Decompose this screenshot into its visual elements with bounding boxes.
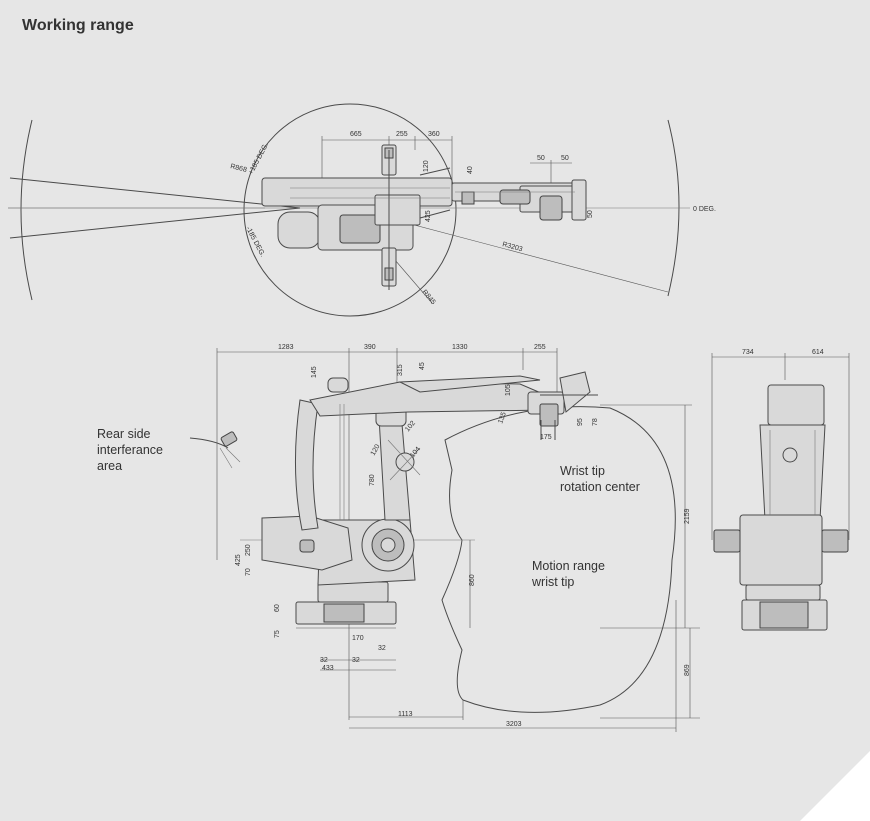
dim-50a: 50: [537, 155, 545, 162]
dim-32c: 32: [378, 645, 386, 652]
deg-zero: 0 DEG.: [693, 206, 716, 213]
dim-135: 135: [497, 411, 508, 424]
dim-50b: 50: [561, 155, 569, 162]
dim-50c: 50: [587, 210, 594, 218]
dim-104: 104: [409, 446, 422, 460]
dim-120: 120: [423, 160, 430, 172]
dim-r845: R845: [420, 289, 436, 306]
dim-120-side: 120: [370, 443, 382, 457]
dim-315: 315: [397, 364, 404, 376]
wrist-tip-center-label: Wrist tip rotation center: [560, 464, 640, 494]
dim-175: 175: [540, 434, 552, 441]
dim-255: 255: [396, 131, 408, 138]
side-view: 1283 390 1330 255 145 315 45 105 135 95 …: [189, 344, 700, 732]
dim-78: 78: [592, 418, 599, 426]
dim-1283: 1283: [278, 344, 294, 351]
dim-45: 45: [419, 362, 426, 370]
dim-390: 390: [364, 344, 376, 351]
dim-75: 75: [274, 630, 281, 638]
dim-2159: 2159: [684, 508, 691, 524]
dim-3203-side: 3203: [506, 721, 522, 728]
dim-860: 860: [469, 574, 476, 586]
dim-1330: 1330: [452, 344, 468, 351]
dim-250: 250: [245, 544, 252, 556]
corner-decoration: [800, 751, 870, 821]
dim-145: 145: [311, 366, 318, 378]
dim-32b: 32: [352, 657, 360, 664]
dim-255-side: 255: [534, 344, 546, 351]
top-view: 665 255 360 50 50 120 40 425 50 R868 R32…: [8, 103, 716, 317]
dim-95: 95: [577, 418, 584, 426]
dim-780: 780: [369, 474, 376, 486]
dim-170: 170: [352, 635, 364, 642]
dim-425: 425: [425, 210, 432, 222]
dim-665: 665: [350, 131, 362, 138]
dim-40: 40: [467, 166, 474, 174]
deg-pos-185: +185 DEG.: [248, 142, 271, 176]
front-view: 734 614: [711, 349, 850, 631]
dim-614: 614: [812, 349, 824, 356]
dim-734: 734: [742, 349, 754, 356]
dim-r868: R868: [230, 163, 248, 174]
dim-32a: 32: [320, 657, 328, 664]
dim-425-side: 425: [235, 554, 242, 566]
dim-105: 105: [505, 384, 512, 396]
deg-neg-185: -185 DEG.: [244, 226, 266, 259]
rear-side-label: Rear side interferance area: [97, 427, 164, 473]
dim-1113: 1113: [398, 711, 413, 718]
dim-r3203: R3203: [501, 241, 523, 253]
dim-360: 360: [428, 131, 440, 138]
page-title: Working range: [22, 17, 134, 34]
dim-70: 70: [245, 568, 252, 576]
motion-range-label: Motion range wrist tip: [532, 559, 605, 589]
dim-869: 869: [684, 664, 691, 676]
dim-433: 433: [322, 665, 334, 672]
dim-60: 60: [274, 604, 281, 612]
